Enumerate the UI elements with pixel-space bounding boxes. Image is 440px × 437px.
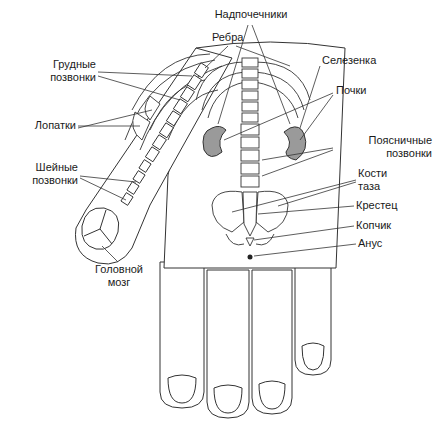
leader-lines bbox=[78, 25, 356, 262]
organ-label: Анус bbox=[358, 237, 418, 250]
organ-label: Крестец bbox=[356, 199, 426, 212]
organ-label: Поясничные позвонки bbox=[336, 134, 432, 160]
pelvis-bone bbox=[212, 191, 244, 232]
organ-label: Грудные позвонки bbox=[22, 58, 96, 84]
organ-label: Надпочечники bbox=[196, 8, 306, 21]
sacrum bbox=[243, 192, 257, 236]
finger bbox=[252, 270, 292, 414]
finger bbox=[295, 262, 331, 375]
kidney bbox=[284, 127, 306, 160]
nail bbox=[302, 343, 324, 370]
nail bbox=[82, 208, 119, 250]
organ-label: Шейные позвонки bbox=[6, 161, 78, 187]
nail bbox=[259, 381, 285, 409]
organ-label: Копчик bbox=[356, 219, 426, 232]
anus-dot bbox=[248, 255, 253, 260]
organ-label: Селезенка bbox=[322, 54, 402, 67]
organ-label: Почки bbox=[336, 84, 396, 97]
organ-label: Кости таза bbox=[358, 167, 408, 193]
kidney bbox=[203, 126, 226, 156]
finger bbox=[207, 270, 249, 418]
organ-label: Ребра bbox=[212, 31, 262, 44]
finger bbox=[160, 262, 204, 408]
thumb bbox=[75, 48, 232, 264]
organ-label: Лопатки bbox=[16, 119, 76, 132]
nail bbox=[168, 375, 196, 403]
nail bbox=[214, 385, 242, 413]
nail-mark bbox=[84, 210, 112, 244]
organ-label: Головной мозг bbox=[84, 263, 154, 289]
